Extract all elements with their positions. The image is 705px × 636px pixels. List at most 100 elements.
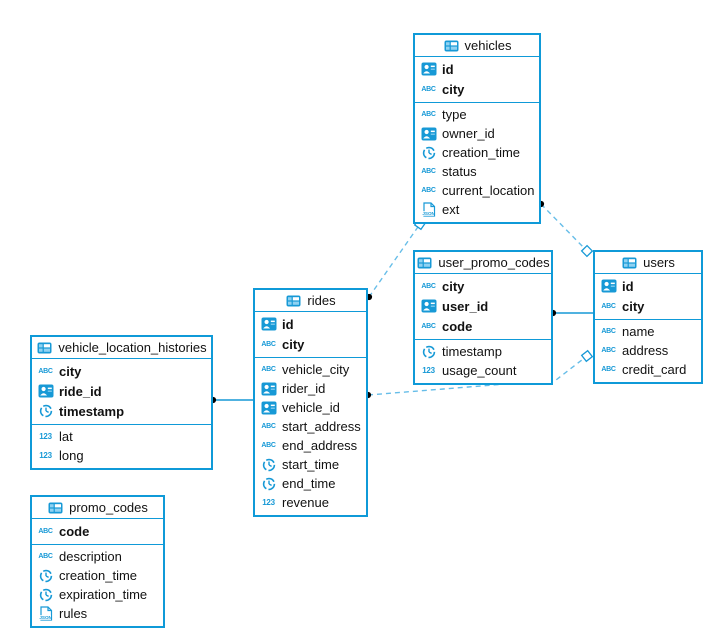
table-header[interactable]: user_promo_codes xyxy=(415,252,551,274)
person-icon xyxy=(420,126,437,141)
column-row-city[interactable]: ABC city xyxy=(595,296,701,316)
column-row-creation_time[interactable]: creation_time xyxy=(415,143,539,162)
svg-text:JSON: JSON xyxy=(422,211,435,216)
column-name: user_id xyxy=(442,298,489,314)
column-name: id xyxy=(622,278,634,294)
relationship-line[interactable] xyxy=(540,203,588,252)
column-row-revenue[interactable]: 123 revenue xyxy=(255,493,366,512)
abc-icon: ABC xyxy=(601,347,616,354)
column-row-current_location[interactable]: ABC current_location xyxy=(415,181,539,200)
table-icon xyxy=(621,255,638,270)
column-row-owner_id[interactable]: owner_id xyxy=(415,124,539,143)
svg-text:JSON: JSON xyxy=(39,615,52,620)
column-name: name xyxy=(622,324,655,339)
table-icon xyxy=(443,38,460,53)
column-row-id[interactable]: id xyxy=(415,59,539,79)
cardinality-diamond xyxy=(580,244,594,258)
abc-icon: ABC xyxy=(421,187,436,194)
relationship-line[interactable] xyxy=(368,223,421,298)
column-row-user_id[interactable]: user_id xyxy=(415,296,551,316)
column-name: rules xyxy=(59,606,88,621)
column-name: current_location xyxy=(442,183,535,198)
table-header[interactable]: vehicle_location_histories xyxy=(32,337,211,359)
column-name: vehicle_id xyxy=(282,400,340,415)
column-row-ride_id[interactable]: ride_id xyxy=(32,381,211,401)
column-row-start_time[interactable]: start_time xyxy=(255,455,366,474)
column-name: timestamp xyxy=(442,344,502,359)
table-name: rides xyxy=(307,293,336,308)
abc-icon: ABC xyxy=(601,328,616,335)
column-name: city xyxy=(622,298,645,314)
abc-icon: ABC xyxy=(421,322,436,330)
column-name: timestamp xyxy=(59,403,125,419)
table-header[interactable]: rides xyxy=(255,290,366,312)
column-row-vehicle_id[interactable]: vehicle_id xyxy=(255,398,366,417)
abc-icon: ABC xyxy=(601,302,616,310)
column-name: long xyxy=(59,448,84,463)
column-row-long[interactable]: 123 long xyxy=(32,446,211,465)
column-name: city xyxy=(442,278,465,294)
json-document-icon: JSON xyxy=(420,202,437,217)
numeric-123-icon: 123 xyxy=(262,497,275,507)
column-name: type xyxy=(442,107,467,122)
column-name: revenue xyxy=(282,495,329,510)
column-row-code[interactable]: ABC code xyxy=(415,316,551,336)
column-row-expiration_time[interactable]: expiration_time xyxy=(32,585,163,604)
relationship-vehicle_location_histories-to-rides xyxy=(209,396,253,404)
table-header[interactable]: vehicles xyxy=(415,35,539,57)
column-row-timestamp[interactable]: timestamp xyxy=(415,342,551,361)
column-row-ext[interactable]: JSON ext xyxy=(415,200,539,219)
column-row-creation_time[interactable]: creation_time xyxy=(32,566,163,585)
column-name: code xyxy=(442,318,473,334)
table-header[interactable]: users xyxy=(595,252,701,274)
table-icon xyxy=(285,293,302,308)
column-name: ext xyxy=(442,202,460,217)
column-row-id[interactable]: id xyxy=(595,276,701,296)
person-icon xyxy=(420,299,437,314)
column-row-rules[interactable]: JSON rules xyxy=(32,604,163,623)
clock-icon xyxy=(420,344,437,359)
person-icon xyxy=(260,400,277,415)
numeric-123-icon: 123 xyxy=(422,365,435,375)
column-row-end_time[interactable]: end_time xyxy=(255,474,366,493)
column-name: end_time xyxy=(282,476,336,491)
column-name: address xyxy=(622,343,669,358)
numeric-123-icon: 123 xyxy=(39,431,52,441)
relationship-vehicles-to-users xyxy=(537,200,594,258)
column-row-id[interactable]: id xyxy=(255,314,366,334)
clock-icon xyxy=(420,145,437,160)
column-row-address[interactable]: ABC address xyxy=(595,341,701,360)
column-row-rider_id[interactable]: rider_id xyxy=(255,379,366,398)
table-header[interactable]: promo_codes xyxy=(32,497,163,519)
column-name: ride_id xyxy=(59,383,102,399)
column-row-name[interactable]: ABC name xyxy=(595,322,701,341)
numeric-123-icon: 123 xyxy=(39,450,52,460)
column-row-timestamp[interactable]: timestamp xyxy=(32,401,211,421)
